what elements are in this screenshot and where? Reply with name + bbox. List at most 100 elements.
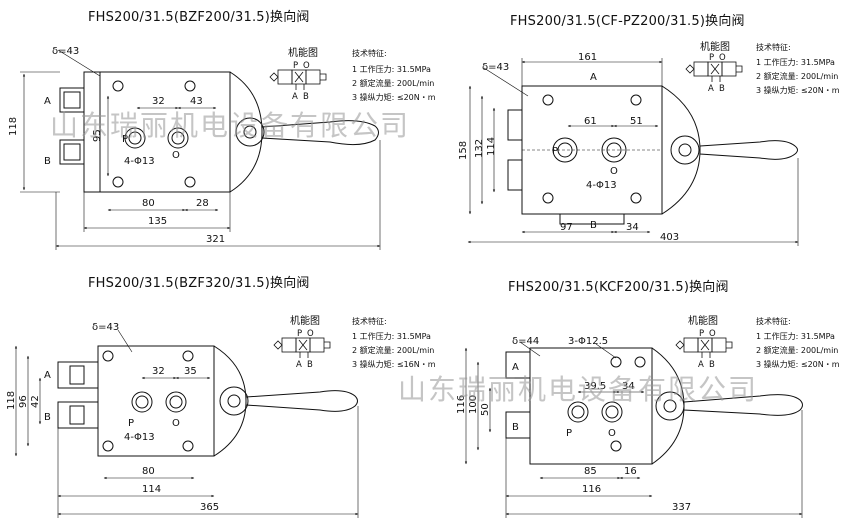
dim-delta: δ=43 [52,46,79,57]
fn-b: B [719,84,725,94]
port-b-label: B [44,156,51,167]
dim-50: 50 [480,403,491,416]
dim-118: 118 [6,391,17,410]
fn-p: P [297,329,302,339]
port-a-label: A [512,362,519,373]
valve-body [83,71,231,193]
port-o-label: O [610,166,618,177]
port-o-label: O [172,418,180,429]
port-a-label: A [44,96,51,107]
port-p-circle [567,401,589,423]
dim-96: 96 [18,395,29,408]
spec-line: 1 工作压力: 31.5MPa [756,58,835,67]
dim-hole: 4-Φ13 [124,156,155,167]
port-b-label: B [590,220,597,231]
dim-32: 32 [152,366,165,377]
panel4-title: FHS200/31.5(KCF200/31.5)换向阀 [508,280,729,295]
spec-line: 2 额定流量: 200L/min [756,72,839,81]
port-p-label: P [122,134,128,145]
port-p-label: P [552,146,558,157]
dim-114: 114 [142,484,161,495]
function-diagram-label: 机能图 [688,316,718,327]
dim-116: 116 [456,395,467,414]
lever-handle [261,120,379,146]
panel1-drawing [20,49,381,250]
dim-95: 95 [92,129,103,142]
dim-delta: δ=43 [482,62,509,73]
dim-3-hole: 3-Φ12.5 [568,336,608,347]
panel2-title: FHS200/31.5(CF-PZ200/31.5)换向阀 [510,14,745,29]
fn-a: A [708,84,714,94]
dim-51: 51 [630,116,643,127]
spec-title: 技术特征: [756,317,791,326]
dim-135: 135 [148,216,167,227]
dim-delta: δ=44 [512,336,539,347]
spec-line: 3 操纵力矩: ≤20N・m [756,360,840,369]
panel3-title: FHS200/31.5(BZF320/31.5)换向阀 [88,276,310,291]
spec-line: 2 额定流量: 200L/min [756,346,839,355]
fn-o: O [709,329,716,339]
function-diagram-label: 机能图 [700,42,730,53]
panel1-title: FHS200/31.5(BZF200/31.5)换向阀 [88,10,310,25]
lever-handle [683,394,803,416]
port-p-circle [124,127,146,149]
fn-p: P [709,53,714,63]
fn-b: B [303,92,309,102]
panel4-drawing [464,341,803,518]
panel2-function-symbol [685,61,743,82]
spec-line: 3 操纵力矩: ≤20N・m [352,93,436,102]
dim-28: 28 [196,198,209,209]
dim-97: 97 [560,222,573,233]
dim-43: 43 [190,96,203,107]
dim-321: 321 [206,234,225,245]
port-p-circle [131,391,153,413]
dim-100: 100 [468,395,479,414]
dim-80: 80 [142,198,155,209]
dim-132: 132 [474,139,485,158]
fn-o: O [303,61,310,71]
dim-34: 34 [626,222,639,233]
fn-b: B [307,360,313,370]
port-p-label: P [128,418,134,429]
port-o-circle [601,401,623,423]
dim-hole: 4-Φ13 [124,432,155,443]
port-o-label: O [608,428,616,439]
fn-a: A [698,360,704,370]
spec-line: 1 工作压力: 31.5MPa [352,65,431,74]
dim-116b: 116 [582,484,601,495]
spec-line: 1 工作压力: 31.5MPa [352,332,431,341]
panel3-drawing [14,329,359,518]
panel4-function-symbol [675,337,733,358]
port-b-label: B [512,422,519,433]
port-o-circle [601,137,627,163]
port-p-label: P [566,428,572,439]
panel1-labels: δ=43 118 95 32 43 80 28 135 321 4-Φ13 A … [8,46,225,245]
spec-line: 1 工作压力: 31.5MPa [756,332,835,341]
panel2-drawing [467,58,799,246]
spec-title: 技术特征: [756,43,791,52]
dim-32: 32 [152,96,165,107]
lever-handle [699,140,798,160]
lever-handle [245,390,358,412]
spec-line: 2 额定流量: 200L/min [352,79,435,88]
panel3-function-labels: P O A B [296,329,314,370]
panel2-function-labels: P O A B [708,53,726,94]
fn-a: A [292,92,298,102]
dim-61: 61 [584,116,597,127]
port-o-circle [167,127,189,149]
panel1-function-labels: P O A B [292,61,310,102]
spec-title: 技术特征: [352,49,387,58]
fn-b: B [709,360,715,370]
fn-o: O [719,53,726,63]
panel4-labels: δ=44 3-Φ12.5 116 100 50 A B 39.5 34 P O … [456,336,691,513]
port-o-label: O [172,150,180,161]
function-diagram-label: 机能图 [288,48,318,59]
dim-80: 80 [142,466,155,477]
fn-o: O [307,329,314,339]
dim-39-5: 39.5 [584,381,606,392]
port-o-circle [165,391,187,413]
dim-85: 85 [584,466,597,477]
panel1-function-symbol [269,69,327,90]
panel3-function-symbol [273,337,331,358]
